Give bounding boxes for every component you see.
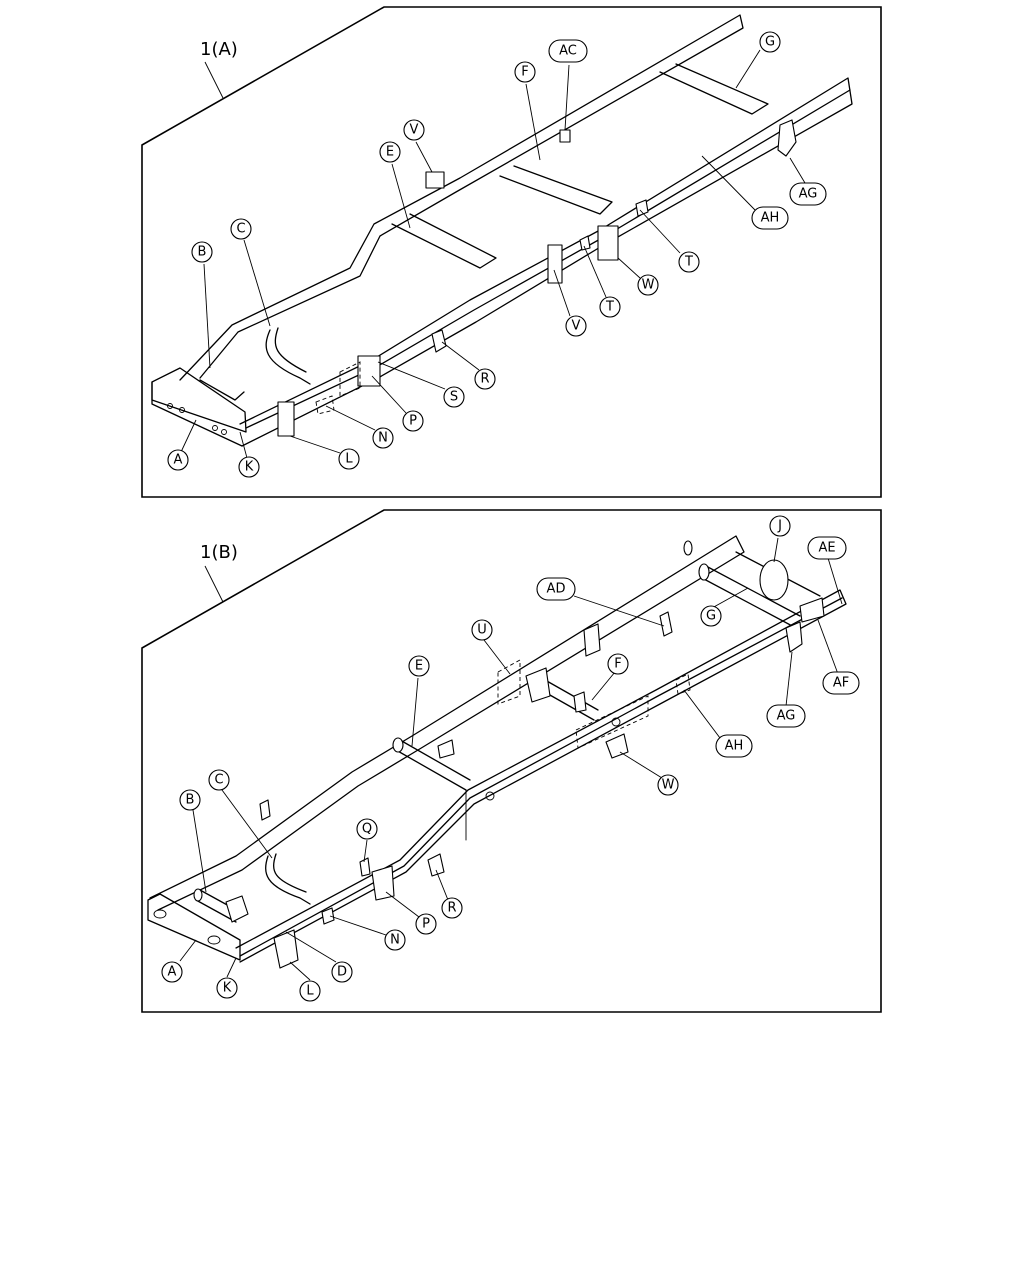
svg-text:AF: AF: [833, 676, 849, 691]
callout-1a-r: R: [474, 368, 496, 390]
svg-text:E: E: [386, 145, 394, 160]
callouts-1b: J AE AD G U F AF AG E AH W B C Q R P N D…: [161, 515, 860, 1002]
callout-1a-b: B: [191, 241, 213, 263]
svg-text:F: F: [521, 65, 528, 80]
callouts-1a: AC G F V E AG AH C B T W T V R S P N L A…: [167, 31, 827, 478]
callout-1b-ae: AE: [807, 536, 847, 560]
svg-text:U: U: [477, 623, 487, 638]
callout-1a-t-right: T: [678, 251, 700, 273]
svg-text:D: D: [337, 965, 347, 980]
callout-1b-w: W: [657, 774, 679, 796]
svg-text:N: N: [390, 933, 400, 948]
panel-1b-title-leader: [204, 565, 224, 603]
panel-1a-title-leader: [204, 61, 224, 99]
svg-text:J: J: [777, 519, 782, 534]
svg-text:F: F: [614, 657, 621, 672]
callout-1a-n: N: [372, 427, 394, 449]
svg-text:AD: AD: [547, 582, 566, 597]
svg-text:G: G: [765, 35, 775, 50]
callout-1a-e: E: [379, 141, 401, 163]
panel-1a-border: [141, 6, 882, 498]
callout-1a-l: L: [338, 448, 360, 470]
callout-1a-ac: AC: [548, 39, 588, 63]
svg-text:W: W: [642, 278, 655, 293]
callout-1b-p: P: [415, 913, 437, 935]
svg-text:T: T: [684, 255, 693, 270]
svg-text:B: B: [186, 793, 195, 808]
svg-text:C: C: [236, 222, 245, 237]
callout-1a-t-left: T: [599, 296, 621, 318]
svg-text:T: T: [605, 300, 614, 315]
leaders-1a: [180, 49, 806, 459]
callout-1a-k: K: [238, 456, 260, 478]
callout-1b-j: J: [769, 515, 791, 537]
callout-1b-e: E: [408, 655, 430, 677]
svg-text:W: W: [662, 778, 675, 793]
svg-text:C: C: [214, 773, 223, 788]
svg-text:AC: AC: [559, 44, 577, 59]
svg-text:G: G: [706, 609, 716, 624]
callout-1b-k: K: [216, 977, 238, 999]
callout-1a-ah: AH: [751, 206, 789, 230]
svg-text:AH: AH: [725, 739, 744, 754]
svg-text:B: B: [198, 245, 207, 260]
chassis-frame-1a: [151, 14, 853, 447]
callout-1b-r: R: [441, 897, 463, 919]
callout-1b-a: A: [161, 961, 183, 983]
panel-1b-border: [141, 509, 882, 1013]
leaders-1b: [179, 537, 843, 981]
svg-text:S: S: [450, 390, 458, 405]
panel-1b: 1(B): [141, 509, 882, 1013]
callout-1a-c: C: [230, 218, 252, 240]
callout-1b-b: B: [179, 789, 201, 811]
callout-1b-q: Q: [356, 818, 378, 840]
callout-1a-a: A: [167, 449, 189, 471]
callout-1b-c: C: [208, 769, 230, 791]
svg-text:R: R: [480, 372, 489, 387]
svg-text:AG: AG: [777, 709, 796, 724]
callout-1b-ag: AG: [766, 704, 806, 728]
callout-1b-l: L: [299, 980, 321, 1002]
callout-1a-p: P: [402, 410, 424, 432]
svg-text:K: K: [223, 981, 232, 996]
callout-1a-v-lower: V: [565, 315, 587, 337]
svg-text:K: K: [245, 460, 254, 475]
panel-1a: 1(A): [141, 6, 882, 498]
svg-text:P: P: [422, 917, 430, 932]
svg-text:P: P: [409, 414, 417, 429]
callout-1a-g: G: [759, 31, 781, 53]
callout-1b-g: G: [700, 605, 722, 627]
svg-text:AG: AG: [799, 187, 818, 202]
svg-text:A: A: [174, 453, 183, 468]
svg-text:L: L: [345, 452, 353, 467]
svg-text:E: E: [415, 659, 423, 674]
callout-1b-ad: AD: [536, 577, 576, 601]
svg-text:N: N: [378, 431, 388, 446]
svg-text:AE: AE: [818, 541, 835, 556]
callout-1a-s: S: [443, 386, 465, 408]
panel-1a-title: 1(A): [200, 39, 238, 60]
callout-1b-ah: AH: [715, 734, 753, 758]
callout-1b-n: N: [384, 929, 406, 951]
svg-text:R: R: [447, 901, 456, 916]
svg-text:AH: AH: [761, 211, 780, 226]
callout-1b-d: D: [331, 961, 353, 983]
callout-1a-f: F: [514, 61, 536, 83]
svg-text:Q: Q: [362, 822, 372, 837]
svg-text:L: L: [306, 984, 314, 999]
svg-text:V: V: [572, 319, 581, 334]
chassis-frame-1b: [147, 535, 847, 969]
callout-1a-v-upper: V: [403, 119, 425, 141]
panel-1b-title: 1(B): [200, 542, 238, 563]
callout-1a-ag: AG: [789, 182, 827, 206]
callout-1b-f: F: [607, 653, 629, 675]
callout-1b-u: U: [471, 619, 493, 641]
callout-1b-af: AF: [822, 671, 860, 695]
svg-text:A: A: [168, 965, 177, 980]
callout-1a-w: W: [637, 274, 659, 296]
svg-text:V: V: [410, 123, 419, 138]
